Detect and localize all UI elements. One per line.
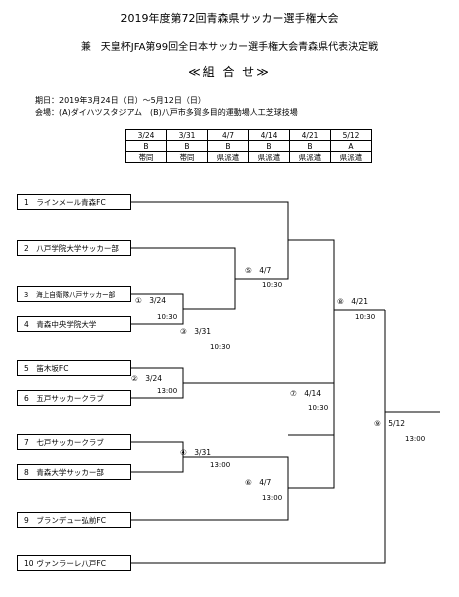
match-label: ⑧ 4/21 — [337, 297, 369, 306]
match-label: ⑨ 5/12 — [374, 419, 406, 428]
team-box: 5 笛木坂FC — [17, 360, 131, 376]
team-box: 8 青森大学サッカー部 — [17, 464, 131, 480]
schedule-notes-row: 帯同 帯同 県派遣 県派遣 県派遣 県派遣 — [125, 151, 372, 163]
info-period: 期日：2019年3月24日（日）～5月12日（日） — [35, 96, 206, 105]
team-box: 1 ラインメール青森FC — [17, 194, 131, 210]
bracket-line-m4 — [131, 441, 184, 473]
match-time: 10:30 — [355, 313, 376, 321]
info-venue: 会場：(A)ダイハツスタジアム (B)八戸市多賀多目的運動場人工芝球技場 — [35, 108, 298, 117]
team-number: 1 — [24, 198, 29, 207]
page-heading: ≪組 合 せ≫ — [188, 65, 271, 79]
team-number: 2 — [24, 244, 29, 253]
page-subtitle: 兼 天皇杯JFA第99回全日本サッカー選手権大会青森県代表決定戦 — [80, 42, 379, 53]
team-box: 10 ヴァンラーレ八戸FC — [17, 555, 131, 571]
team-name: 青森大学サッカー部 — [36, 468, 104, 477]
team-number: 8 — [24, 468, 29, 477]
match-label: ① 3/24 — [135, 296, 167, 305]
match-time: 10:30 — [308, 404, 329, 412]
team-name: ブランデュー弘前FC — [36, 516, 106, 525]
schedule-venues-row: B B B B B A — [125, 140, 372, 152]
match-time: 13:00 — [210, 461, 231, 469]
match-time: 10:30 — [210, 343, 231, 351]
match-time: 13:00 — [262, 494, 283, 502]
match-time: 13:00 — [157, 387, 178, 395]
team-number: 3 — [24, 291, 29, 299]
team-number: 6 — [24, 394, 29, 403]
team-name: 海上自衛隊八戸サッカー部 — [36, 291, 116, 299]
team-box: 7 七戸サッカークラブ — [17, 434, 131, 450]
match-label: ② 3/24 — [131, 374, 163, 383]
team-number: 7 — [24, 438, 29, 447]
match-time: 13:00 — [405, 435, 426, 443]
page-title: 2019年度第72回青森県サッカー選手権大会 — [120, 12, 339, 25]
team-number: 4 — [24, 320, 29, 329]
match-label: ⑦ 4/14 — [290, 389, 322, 398]
team-name: 八戸学院大学サッカー部 — [36, 244, 119, 253]
match-time: 10:30 — [262, 281, 283, 289]
team-name: 笛木坂FC — [36, 364, 69, 373]
team-number: 10 — [24, 559, 34, 568]
match-label: ③ 3/31 — [180, 327, 212, 336]
team-name: 青森中央学院大学 — [36, 320, 97, 329]
team-number: 9 — [24, 516, 29, 525]
team-box: 4 青森中央学院大学 — [17, 316, 131, 332]
schedule-note: 県派遣 — [330, 151, 372, 163]
team-name: 五戸サッカークラブ — [36, 394, 104, 403]
team-box: 9 ブランデュー弘前FC — [17, 512, 131, 528]
match-label: ⑥ 4/7 — [245, 478, 272, 487]
schedule-table: 3/24 3/31 4/7 4/14 4/21 5/12 B B B B B A… — [125, 129, 372, 163]
match-label: ⑤ 4/7 — [245, 266, 272, 275]
team-box: 6 五戸サッカークラブ — [17, 390, 131, 406]
team-box: 3 海上自衛隊八戸サッカー部 — [17, 286, 131, 302]
match-time: 10:30 — [157, 313, 178, 321]
schedule-note: 県派遣 — [207, 151, 249, 163]
match-label: ④ 3/31 — [180, 448, 212, 457]
team-name: ラインメール青森FC — [36, 198, 106, 207]
bracket-line-m9 — [131, 310, 386, 564]
team-box: 2 八戸学院大学サッカー部 — [17, 240, 131, 256]
team-name: 七戸サッカークラブ — [36, 438, 104, 447]
team-name: ヴァンラーレ八戸FC — [36, 559, 106, 568]
bracket-line-m8 — [288, 239, 335, 436]
team-number: 5 — [24, 364, 29, 373]
